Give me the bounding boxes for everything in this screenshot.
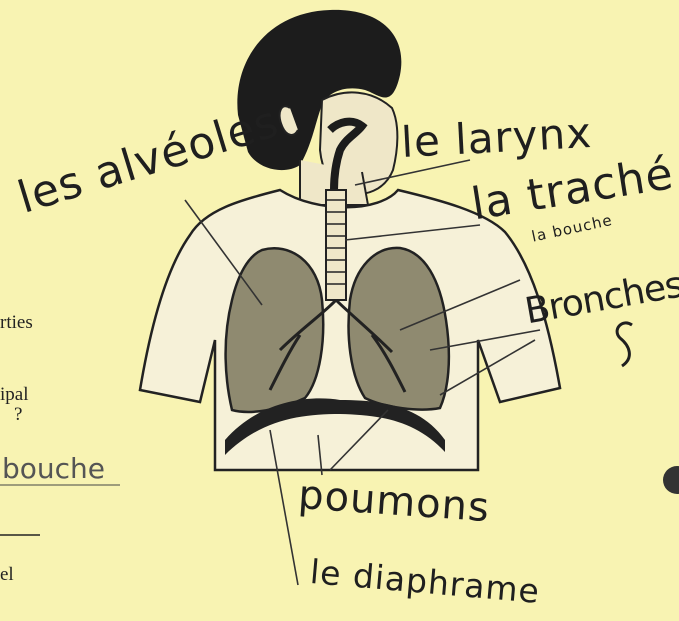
handwritten-s xyxy=(617,323,632,366)
margin-text-question: ? xyxy=(14,404,22,426)
margin-text-parties: rties xyxy=(0,312,33,334)
label-larynx: le larynx xyxy=(400,108,593,167)
margin-text-principal: ipal xyxy=(0,384,29,406)
margin-text-last: el xyxy=(0,564,14,586)
left-lung xyxy=(226,248,324,412)
page-edge-mark xyxy=(663,466,679,494)
pencil-answer: bouche xyxy=(2,452,105,485)
